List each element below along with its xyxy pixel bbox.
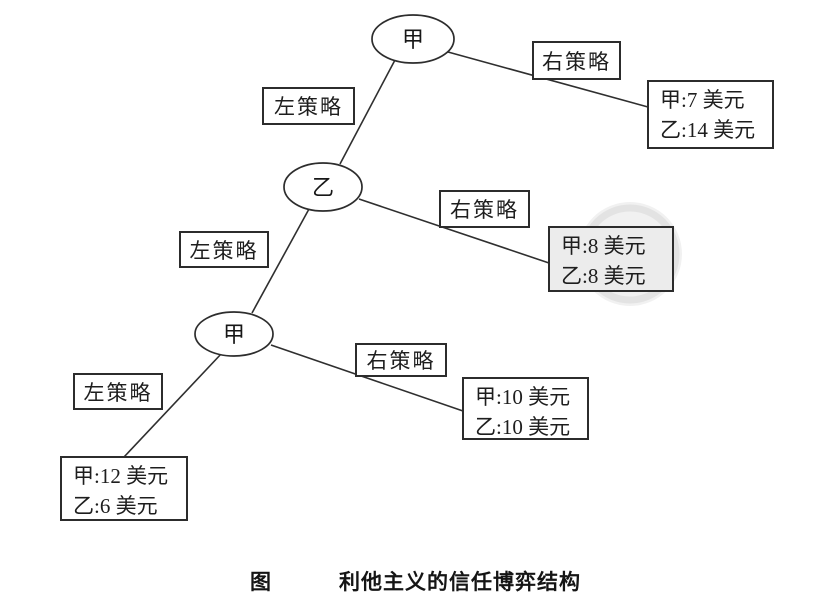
- payoff-1-player-a: 甲:7 美元: [660, 88, 745, 112]
- payoff-box-2: 甲:8 美元 乙:8 美元: [548, 226, 674, 292]
- node-1-label: 甲: [402, 27, 424, 52]
- edge-node1-left: [339, 59, 396, 165]
- payoff-box-1: 甲:7 美元 乙:14 美元: [647, 80, 774, 149]
- edge-node3-left: [123, 352, 223, 458]
- payoff-1-player-b: 乙:14 美元: [660, 118, 756, 142]
- branch-label-right-1: 右策略: [532, 41, 621, 80]
- decision-node-2: 乙: [283, 162, 363, 212]
- payoff-box-3: 甲:10 美元 乙:10 美元: [462, 377, 589, 440]
- figure-caption-prefix: 图: [250, 571, 271, 594]
- node-3-label: 甲: [223, 322, 245, 347]
- payoff-4-player-b: 乙:6 美元: [73, 494, 158, 518]
- decision-node-1: 甲: [371, 14, 455, 64]
- payoff-4-player-a: 甲:12 美元: [73, 464, 169, 488]
- figure-caption: 图 利他主义的信任博弈结构: [250, 566, 581, 596]
- node-2-label: 乙: [312, 175, 334, 200]
- branch-label-left-3: 左策略: [73, 373, 163, 410]
- branch-label-right-2: 右策略: [439, 190, 530, 228]
- payoff-2-player-a: 甲:8 美元: [561, 234, 646, 258]
- edge-node3-right: [270, 344, 464, 412]
- figure-caption-title: 利他主义的信任博弈结构: [339, 571, 581, 594]
- decision-node-3: 甲: [194, 311, 274, 357]
- edge-node2-left: [251, 208, 310, 314]
- edge-node2-right: [358, 198, 550, 264]
- payoff-2-player-b: 乙:8 美元: [561, 264, 646, 288]
- payoff-3-player-a: 甲:10 美元: [475, 385, 571, 409]
- branch-label-left-2: 左策略: [179, 231, 269, 268]
- payoff-3-player-b: 乙:10 美元: [475, 415, 571, 439]
- payoff-box-4: 甲:12 美元 乙:6 美元: [60, 456, 188, 521]
- branch-label-right-3: 右策略: [355, 343, 447, 377]
- branch-label-left-1: 左策略: [262, 87, 355, 125]
